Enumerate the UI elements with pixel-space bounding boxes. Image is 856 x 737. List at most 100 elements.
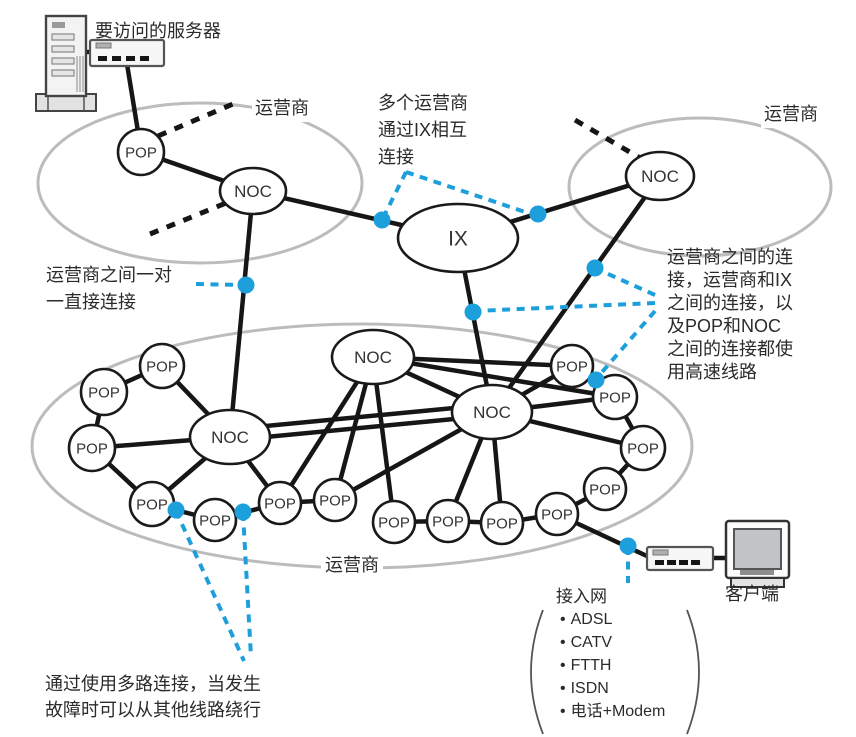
node-pop: POP <box>67 423 117 473</box>
callout-dashed-line <box>594 309 657 381</box>
svg-text:IX: IX <box>448 228 468 251</box>
connection-point-dot <box>586 259 604 277</box>
connection-point-dot <box>234 503 252 521</box>
svg-text:POP: POP <box>76 440 108 457</box>
node-pop: POP <box>128 480 176 528</box>
svg-text:POP: POP <box>627 440 659 457</box>
connection-point-dot <box>373 211 391 229</box>
node-pop: POP <box>312 477 358 523</box>
server-tower-icon <box>35 14 97 112</box>
high-speed-lines-note: 运营商之间的连 接，运营商和IX 之间的连接，以 及POP和NOC 之间的连接都… <box>667 247 793 382</box>
node-pop: POP <box>192 497 238 543</box>
node-pop: POP <box>257 480 303 526</box>
carrier-label-top-left: 运营商 <box>252 95 312 122</box>
node-pop: POP <box>619 424 667 472</box>
callout-dashed-line <box>596 267 656 297</box>
callout-dashed-line <box>241 512 253 658</box>
access-network-note: 接入网 •ADSL •CATV •FTTH •ISDN •电话+Modem <box>556 586 665 723</box>
truncated-link-line <box>573 117 642 161</box>
svg-text:POP: POP <box>556 358 588 375</box>
connection-point-dot <box>464 303 482 321</box>
access-item: •CATV <box>556 631 665 654</box>
svg-text:POP: POP <box>319 492 351 509</box>
monitor-icon <box>724 519 791 588</box>
svg-text:POP: POP <box>146 358 178 375</box>
node-pop: POP <box>138 342 186 390</box>
access-item-label: 电话+Modem <box>570 703 666 720</box>
node-pop: POP <box>534 491 580 537</box>
svg-text:NOC: NOC <box>234 182 272 201</box>
truncated-link-line <box>157 98 241 139</box>
access-item: •ISDN <box>556 677 665 700</box>
svg-text:POP: POP <box>136 496 168 513</box>
node-pop: POP <box>549 343 595 389</box>
bullet-icon: • <box>560 703 566 720</box>
paren-arc <box>530 609 544 735</box>
connection-point-dot <box>529 205 547 223</box>
callout-dashed-line <box>474 301 656 313</box>
paren-arc <box>686 609 700 735</box>
modem-icon <box>88 38 166 68</box>
node-pop: POP <box>591 373 639 421</box>
node-pop: POP <box>425 498 471 544</box>
svg-text:POP: POP <box>199 512 231 529</box>
bullet-icon: • <box>560 611 566 628</box>
bullet-icon: • <box>560 680 566 697</box>
bullet-icon: • <box>560 634 566 651</box>
node-noc: NOC <box>450 383 534 441</box>
truncated-link-line <box>149 200 227 237</box>
connection-point-dot <box>167 501 185 519</box>
svg-text:POP: POP <box>88 384 120 401</box>
svg-text:POP: POP <box>541 506 573 523</box>
ix-interconnect-note: 多个运营商 通过IX相互 连接 <box>378 93 468 167</box>
connection-point-dot <box>619 537 637 555</box>
svg-text:NOC: NOC <box>354 348 392 367</box>
client-label: 客户端 <box>725 584 779 604</box>
connection-point-dot <box>587 371 605 389</box>
server-label: 要访问的服务器 <box>95 21 221 41</box>
access-item: •FTTH <box>556 654 665 677</box>
svg-text:POP: POP <box>486 515 518 532</box>
access-item-label: ADSL <box>570 611 613 628</box>
node-pop: POP <box>479 500 525 546</box>
node-noc: NOC <box>330 328 416 386</box>
svg-text:NOC: NOC <box>473 403 511 422</box>
bullet-icon: • <box>560 657 566 674</box>
svg-text:POP: POP <box>378 514 410 531</box>
svg-text:NOC: NOC <box>211 428 249 447</box>
access-item: •ADSL <box>556 608 665 631</box>
access-item-label: ISDN <box>570 680 609 697</box>
carrier-region-ellipse <box>36 101 364 265</box>
access-item: •电话+Modem <box>556 700 665 723</box>
carrier-region-ellipse <box>567 116 833 258</box>
node-ix: IX <box>396 202 520 274</box>
node-noc: NOC <box>218 166 288 216</box>
svg-text:POP: POP <box>432 513 464 530</box>
svg-text:POP: POP <box>599 389 631 406</box>
node-noc: NOC <box>624 150 696 202</box>
direct-connection-note: 运营商之间一对 一直接连接 <box>46 265 172 312</box>
access-network-title: 接入网 <box>556 587 607 606</box>
svg-text:POP: POP <box>589 481 621 498</box>
svg-text:POP: POP <box>125 144 157 161</box>
callout-dashed-line <box>174 510 246 662</box>
failover-note: 通过使用多路连接，当发生 故障时可以从其他线路绕行 <box>45 674 261 720</box>
callout-dashed-line <box>380 171 408 221</box>
node-pop: POP <box>371 499 417 545</box>
carrier-label-top-right: 运营商 <box>761 101 821 128</box>
node-noc: NOC <box>188 408 272 466</box>
node-pop: POP <box>116 127 166 177</box>
link-line <box>489 173 663 415</box>
connection-point-dot <box>237 276 255 294</box>
node-pop: POP <box>79 367 129 417</box>
access-item-label: FTTH <box>570 657 612 674</box>
node-pop: POP <box>582 466 628 512</box>
callout-dashed-line <box>195 282 243 287</box>
link-line <box>227 188 256 440</box>
access-item-label: CATV <box>570 634 613 651</box>
modem-icon <box>645 545 715 572</box>
carrier-label-bottom: 运营商 <box>321 552 383 579</box>
svg-text:POP: POP <box>264 495 296 512</box>
